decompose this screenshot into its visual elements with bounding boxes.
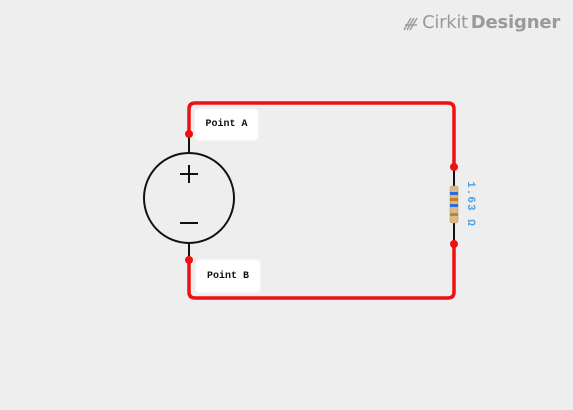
node-point-a[interactable] <box>185 130 193 138</box>
brand-product: Designer <box>470 12 560 33</box>
brand-name: Cirkit <box>422 12 468 33</box>
resistor-value-text: 1.63 Ω <box>464 181 477 227</box>
wire-top[interactable] <box>187 101 456 167</box>
point-a-text: Point A <box>205 119 248 130</box>
resistor-band-2 <box>450 198 458 201</box>
resistor-band-1 <box>450 192 458 195</box>
wire-bottom[interactable] <box>187 244 456 300</box>
resistor-band-4 <box>450 213 458 216</box>
cirkit-logo-icon <box>403 17 418 30</box>
point-b-label[interactable]: Point B <box>196 260 260 292</box>
point-b-text: Point B <box>206 270 249 282</box>
resistor[interactable] <box>449 185 459 224</box>
voltage-source[interactable] <box>143 152 235 244</box>
brand-logo: Cirkit Designer <box>403 12 560 33</box>
resistor-band-3 <box>450 204 458 207</box>
resistor-value-label[interactable]: 1.63 Ω <box>459 178 481 230</box>
node-resistor-bottom[interactable] <box>450 240 458 248</box>
node-resistor-top[interactable] <box>450 163 458 171</box>
point-a-label[interactable]: Point A <box>195 109 258 140</box>
node-point-b[interactable] <box>185 256 193 264</box>
